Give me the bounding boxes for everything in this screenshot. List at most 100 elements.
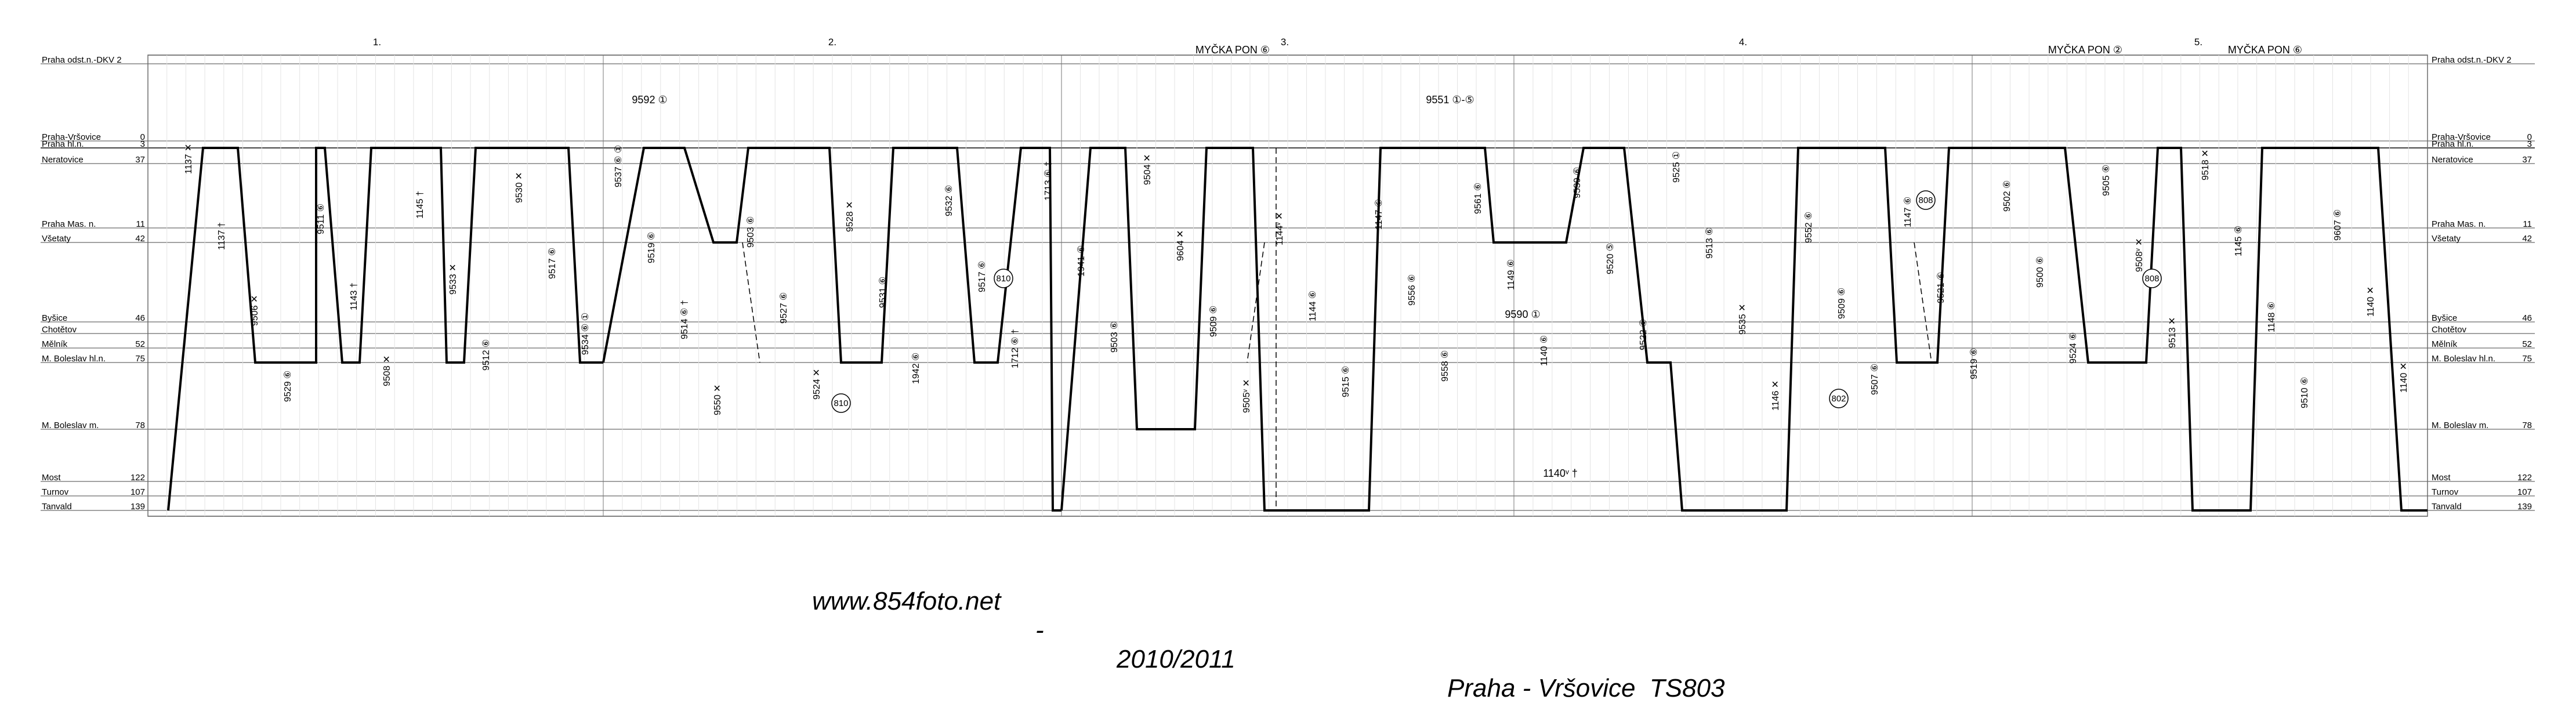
station-km: 0 (2527, 132, 2532, 142)
train-number: 9504 ✕ (1143, 154, 1153, 185)
day-label: 3. (1281, 37, 1289, 48)
train-number: 9507 ⑥ (1870, 364, 1880, 395)
train-number: 9506 ✕ (250, 295, 260, 326)
annotation-circle (831, 393, 851, 413)
train-number: 9520 ⑤ (1606, 243, 1615, 274)
train-number: 9534 ⑥ ① (581, 313, 590, 355)
train-number: 9561 ⑥ (1473, 183, 1483, 214)
train-number: 9517 ⑥ (548, 248, 557, 279)
train-number: 1143 † (349, 282, 359, 310)
train-number: 9505 ⑥ (2102, 165, 2111, 196)
annotation: 810 (996, 274, 1010, 284)
train-number: 9527 ⑥ (779, 292, 789, 324)
train-number: 9503 ⑥ (746, 216, 756, 248)
vehicle-paths (167, 147, 2428, 512)
train-number: 1713 ⑥ † (1044, 161, 1053, 201)
train-number: 1140 ✕ (2366, 287, 2376, 317)
train-number: 9518 ✕ (2201, 150, 2211, 180)
train-number: 1140 ⑥ (1539, 335, 1549, 366)
reserve-path (1247, 242, 1265, 363)
footer-site: www.854foto.net (812, 587, 1001, 615)
day-label: 5. (2194, 37, 2202, 48)
train-number: 1140 ✕ (2399, 363, 2409, 393)
train-number: 9511 ⑥ (316, 204, 326, 234)
station-km: 122 (2517, 473, 2532, 483)
train-number: 9524 ⑥ (2068, 332, 2078, 364)
station-km: 52 (135, 339, 145, 349)
station-km: 11 (136, 219, 145, 229)
train-number: 1137 ✕ (184, 144, 194, 174)
train-number: 9531 ⑥ (878, 277, 888, 308)
train-number: 9505ᵛ ✕ (1242, 379, 1252, 413)
train-number: 9525 ① (1672, 151, 1682, 183)
station-name: Praha odst.n.-DKV 2 (42, 55, 122, 65)
station-name: Chotětov (2432, 325, 2467, 335)
train-number: 1144ᵛ ✕ (1275, 212, 1285, 245)
train-number: 9539 ⑥ (1573, 167, 1582, 198)
station-name: Mělník (42, 339, 68, 349)
annotation: 810 (834, 398, 848, 408)
vehicle-path (1972, 147, 2428, 512)
train-number: 9513 ⑥ (1705, 227, 1715, 259)
station-km: 42 (2522, 234, 2532, 244)
train-number: 1147 ⑥ (1374, 199, 1384, 230)
station-km: 107 (131, 487, 145, 497)
station-km: 52 (2522, 339, 2532, 349)
station-km: 11 (2523, 219, 2532, 229)
annotation: 808 (1918, 195, 1933, 205)
day-labels: 1.2.3.4.5. (373, 37, 2202, 48)
station-name: Praha odst.n.-DKV 2 (2432, 55, 2512, 65)
train-number: 9530 ✕ (515, 172, 524, 203)
station-name: Byšice (2432, 313, 2457, 323)
footer-title: Praha - Vršovice TS803 (1447, 674, 1725, 702)
train-number: 1144 ⑥ (1308, 291, 1318, 321)
train-number: 9517 ⑥ (977, 261, 987, 292)
station-km: 42 (135, 234, 145, 244)
vehicle-path (1514, 147, 1972, 512)
station-km: 75 (2522, 354, 2532, 364)
train-number: 9522 ⑥ (1639, 319, 1649, 350)
train-number: 9532 ⑥ (944, 185, 954, 216)
annotation: 808 (2144, 274, 2159, 284)
annotation: 9592 ① (632, 94, 667, 106)
station-name: Všetaty (42, 234, 71, 244)
train-number: 9509 ⑥ (1837, 288, 1847, 319)
station-name: Mělník (2432, 339, 2458, 349)
train-number: 9500 ⑥ (2035, 256, 2045, 288)
annotation-circle (1829, 389, 1849, 408)
station-km: 37 (135, 155, 145, 165)
station-name: Chotětov (42, 325, 77, 335)
train-number: 1145 † (415, 191, 425, 219)
station-name: Byšice (42, 313, 67, 323)
station-name: Praha Mas. n. (42, 219, 96, 229)
station-name: Most (2432, 473, 2451, 483)
train-number: 9537 ⑥ ① (614, 145, 624, 187)
train-number: 9529 ⑥ (283, 371, 293, 402)
day-label: 2. (828, 37, 836, 48)
station-km: 46 (2522, 313, 2532, 323)
station-km: 0 (140, 132, 145, 142)
station-name: M. Boleslav m. (42, 421, 99, 430)
train-number: 9514 ⑥ † (680, 300, 690, 339)
train-number: 1148 ⑥ (2267, 302, 2277, 332)
train-number: 9519 ⑥ (1969, 348, 1979, 379)
vehicle-path (1060, 147, 1514, 512)
train-number: 9535 ✕ (1738, 304, 1748, 335)
train-number: 9508 ✕ (382, 356, 392, 386)
train-number: 9512 ⑥ (481, 339, 491, 371)
train-number: 1942 ⑥ (911, 353, 921, 384)
day-label: 1. (373, 37, 381, 48)
annotation: MYČKA PON ⑥ (1195, 44, 1270, 56)
station-km: 75 (135, 354, 145, 364)
station-km: 46 (135, 313, 145, 323)
reserve-path (742, 242, 760, 363)
train-number: 1145 ⑥ (2234, 226, 2244, 256)
train-number: 9550 ✕ (713, 385, 723, 415)
station-km: 78 (2522, 421, 2532, 430)
annotation-circle (994, 269, 1013, 288)
diagram-grid (41, 55, 2535, 517)
station-km: 3 (140, 139, 145, 149)
